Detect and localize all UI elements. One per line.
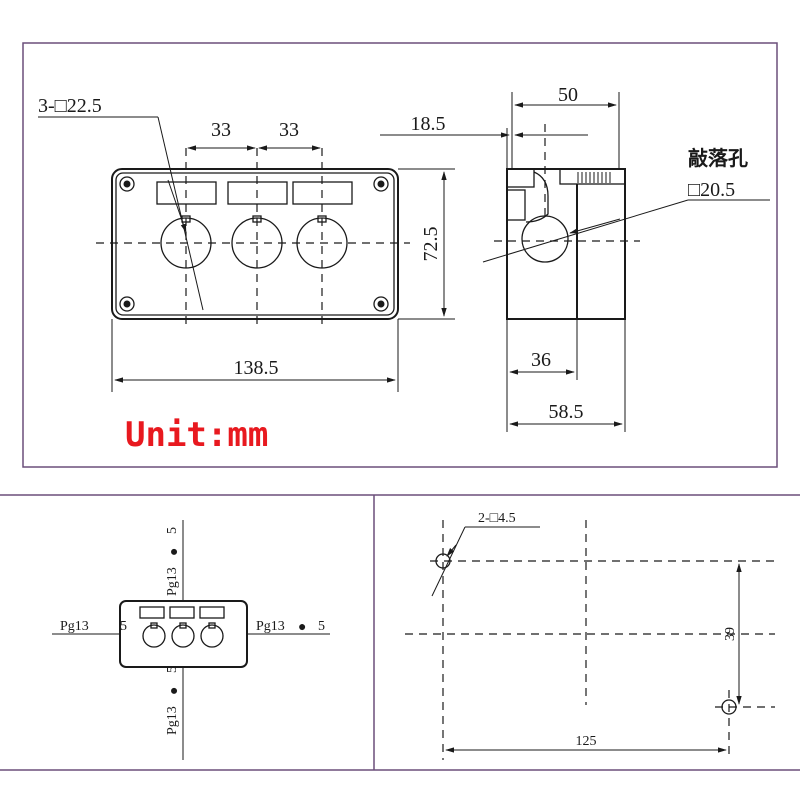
- enclosure-outline: [111, 168, 399, 320]
- top-port-count: 5: [165, 527, 180, 534]
- leader-arrow: [167, 179, 187, 233]
- leader-arrow: [446, 544, 457, 557]
- left-port-thread: Pg13: [60, 619, 89, 634]
- gland-profile: [525, 171, 549, 223]
- screw-icon: [377, 300, 385, 308]
- enclosure-inner-outline: [115, 172, 395, 316]
- top-panel-frame: [22, 42, 778, 468]
- leader-line: [431, 526, 466, 597]
- label-window: [139, 606, 165, 619]
- horizontal-spacing-label: 125: [576, 734, 597, 749]
- depth-label: 58.5: [549, 401, 584, 423]
- spacing-right-label: 33: [279, 119, 299, 141]
- right-port-thread: Pg13: [256, 619, 285, 634]
- front-view: 33 33 3-□22.5 72.5 138.5 Unit:mm: [38, 95, 455, 455]
- button-hole-icon: [200, 624, 224, 648]
- width-label: 138.5: [234, 357, 279, 379]
- enclosure-top-outline: [119, 600, 248, 668]
- cable-gland-side: [506, 189, 526, 221]
- knockout-label: 敲落孔: [688, 146, 748, 170]
- top-port-label-group: Pg13 ● 5: [165, 527, 182, 596]
- vertical-spacing-label: 39: [723, 627, 738, 641]
- right-port-count: 5: [318, 619, 325, 634]
- mount-holes-label: 2-□4.5: [478, 511, 516, 526]
- side-view: 50 18.5 敲落孔 □20.5 36 58.5: [380, 84, 770, 432]
- bottom-port-marker: ●: [167, 687, 182, 695]
- corner-screws: [119, 176, 389, 312]
- height-label: 72.5: [420, 227, 442, 262]
- top-port-marker: ●: [167, 548, 182, 556]
- lid-hatching: [577, 172, 611, 183]
- leader-line: [482, 199, 689, 263]
- top-width-label: 50: [558, 84, 578, 106]
- top-port-thread: Pg13: [165, 567, 180, 596]
- mount-hole-icon: [721, 699, 737, 715]
- cable-gland-top: [506, 168, 535, 188]
- screw-icon: [119, 296, 135, 312]
- knockout-size-label: □20.5: [688, 179, 735, 201]
- leader-arrow: [569, 218, 621, 234]
- mounting-holes-view: 2-□4.5 125 39: [405, 511, 775, 760]
- mount-hole-icon: [435, 553, 451, 569]
- right-port-marker: ●: [298, 620, 306, 635]
- label-window: [199, 606, 225, 619]
- inner-depth-label: 36: [531, 349, 551, 371]
- panel-frames: [0, 42, 800, 771]
- screw-icon: [373, 176, 389, 192]
- label-window: [169, 606, 195, 619]
- leader-line: [157, 116, 204, 311]
- lid-lip: [559, 168, 626, 185]
- spacing-left-label: 33: [211, 119, 231, 141]
- button-holes: [160, 215, 348, 269]
- button-hole-icon: [142, 624, 166, 648]
- screw-icon: [123, 300, 131, 308]
- port-layout-view: Pg13 ● 5 Pg13 ● 5 Pg13 5 Pg13 ● 5: [52, 520, 330, 760]
- left-port-count: 5: [120, 619, 127, 634]
- screw-icon: [123, 180, 131, 188]
- screw-icon: [119, 176, 135, 192]
- screw-icon: [377, 180, 385, 188]
- bottom-port-thread: Pg13: [165, 706, 180, 735]
- knockout-hole-icon: [521, 215, 569, 263]
- hole-spec-label: 3-□22.5: [38, 95, 102, 117]
- screw-icon: [373, 296, 389, 312]
- unit-label: Unit:mm: [125, 415, 268, 455]
- offset-label: 18.5: [411, 113, 446, 135]
- button-hole-icon: [171, 624, 195, 648]
- bottom-port-label-group: Pg13 ● 5: [165, 666, 182, 735]
- bottom-port-count: 5: [165, 666, 180, 673]
